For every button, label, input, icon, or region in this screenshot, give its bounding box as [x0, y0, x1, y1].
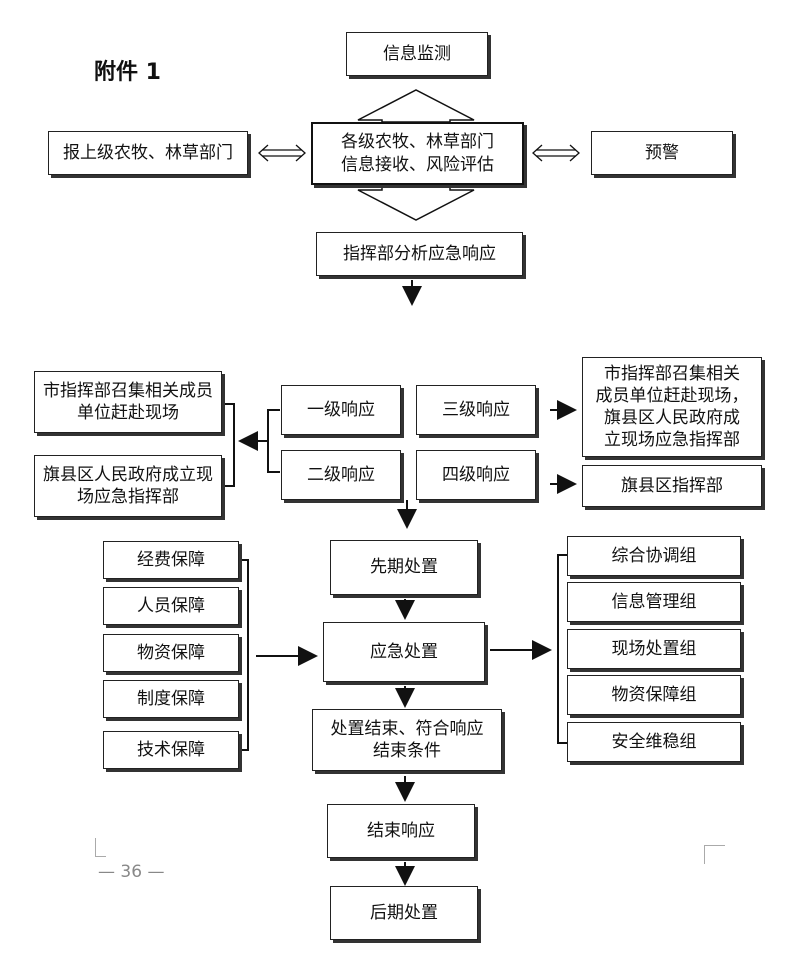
node-emergency-disposal: 应急处置 — [323, 622, 485, 682]
guarantee-item-5: 技术保障 — [103, 731, 239, 769]
node-report-up: 报上级农牧、林草部门 — [48, 131, 248, 175]
node-county-hq: 旗县区指挥部 — [582, 465, 762, 507]
guarantee-item-4: 制度保障 — [103, 680, 239, 718]
node-early-disposal: 先期处置 — [330, 540, 478, 595]
node-level3: 三级响应 — [416, 385, 536, 435]
bracket-groups — [557, 554, 568, 744]
page-number: — 36 — — [98, 862, 165, 882]
node-county-gov-left: 旗县区人民政府成立现 场应急指挥部 — [34, 455, 222, 517]
attachment-label: 附件 1 — [94, 60, 161, 85]
node-level1: 一级响应 — [281, 385, 401, 435]
group-item-1: 综合协调组 — [567, 536, 741, 576]
page-corner-right — [704, 845, 725, 864]
double-arrow-right — [532, 144, 580, 162]
node-later-disposal: 后期处置 — [330, 886, 478, 940]
node-central: 各级农牧、林草部门 信息接收、风险评估 — [311, 122, 524, 185]
node-level4: 四级响应 — [416, 450, 536, 500]
group-item-5: 安全维稳组 — [567, 722, 741, 762]
hollow-up-arrow — [357, 89, 475, 123]
group-item-3: 现场处置组 — [567, 629, 741, 669]
guarantee-item-1: 经费保障 — [103, 541, 239, 579]
node-info-monitor: 信息监测 — [346, 32, 488, 76]
hollow-down-arrow — [357, 184, 475, 221]
group-item-2: 信息管理组 — [567, 582, 741, 622]
node-end-response: 结束响应 — [327, 804, 475, 858]
node-warning: 预警 — [591, 131, 733, 175]
group-item-4: 物资保障组 — [567, 675, 741, 715]
bracket-left-boxes — [222, 403, 235, 487]
node-disposal-end: 处置结束、符合响应 结束条件 — [312, 709, 502, 771]
page-corner-left — [95, 838, 106, 857]
bracket-guarantees — [240, 559, 249, 751]
node-hq-analysis: 指挥部分析应急响应 — [316, 232, 523, 276]
bracket-levels — [267, 409, 280, 473]
guarantee-item-3: 物资保障 — [103, 634, 239, 672]
guarantee-item-2: 人员保障 — [103, 587, 239, 625]
node-city-hq-left: 市指挥部召集相关成员 单位赶赴现场 — [34, 371, 222, 433]
node-city-hq-right: 市指挥部召集相关 成员单位赶赴现场， 旗县区人民政府成 立现场应急指挥部 — [582, 357, 762, 457]
node-level2: 二级响应 — [281, 450, 401, 500]
double-arrow-left — [258, 144, 306, 162]
